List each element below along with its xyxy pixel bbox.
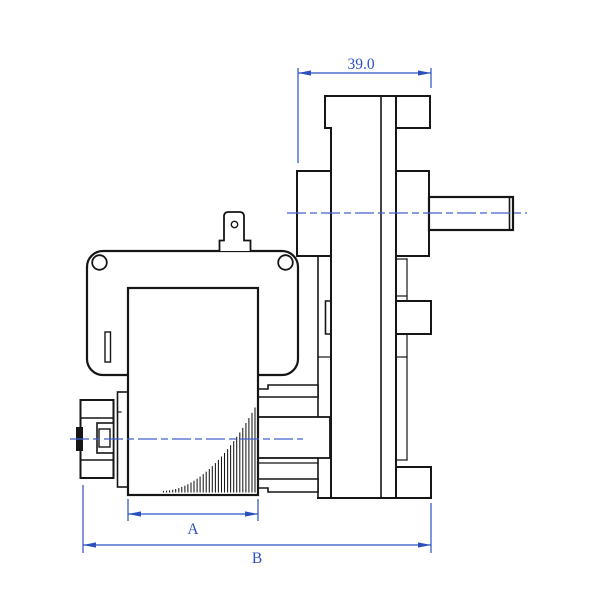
arrowhead-right — [418, 542, 431, 548]
centerlines — [70, 212, 527, 440]
gearbox-left-mid-tab — [324, 300, 332, 335]
dimension-a: A — [127, 499, 259, 538]
lower-spacer-bar — [257, 478, 319, 493]
front-bearing-hub — [257, 416, 331, 459]
dimension-label-b: B — [252, 550, 262, 567]
bracket-screw-hole-left — [91, 254, 108, 271]
arrowhead-right — [245, 511, 258, 517]
gearbox-top-plate — [324, 95, 431, 129]
terminal-spade-connector — [218, 211, 252, 252]
rear-hub-nut-inner — [98, 428, 111, 448]
motor-through-bolt — [104, 331, 112, 363]
terminal-hole — [230, 220, 239, 229]
gearbox-right-rib-strip — [317, 258, 408, 461]
motor — [76, 211, 331, 497]
arrowhead-left — [298, 70, 311, 76]
motor-body — [126, 286, 260, 497]
upper-spacer-bar — [257, 384, 319, 398]
dimension-b: B — [82, 485, 432, 567]
bracket-screw-hole-right — [277, 254, 294, 271]
dimension-39: 39.0 — [297, 56, 432, 163]
dimension-label-39: 39.0 — [347, 56, 374, 73]
arrowhead-left — [128, 511, 141, 517]
motor-body-shading — [162, 407, 256, 493]
arrowhead-right — [418, 70, 431, 76]
gearbox-bottom-right-ear — [395, 466, 432, 499]
gearbox-right-mid-lug — [395, 300, 432, 335]
arrowhead-left — [83, 542, 96, 548]
dimension-label-a: A — [187, 521, 199, 538]
